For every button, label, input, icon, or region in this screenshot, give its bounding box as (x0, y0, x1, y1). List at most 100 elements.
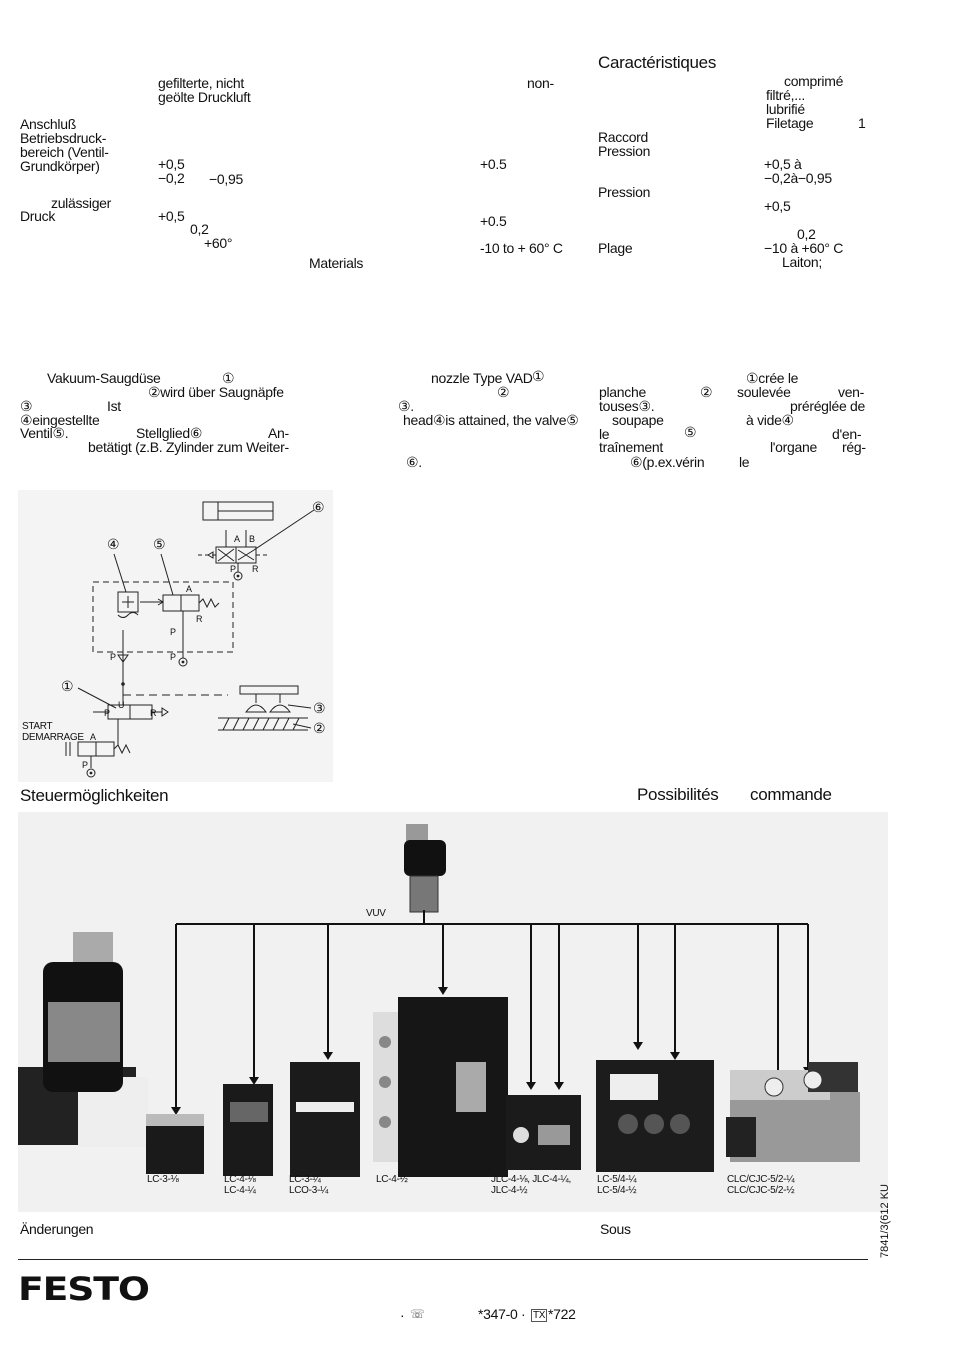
port-label: R (196, 614, 203, 624)
control-title-de: Steuermöglichkeiten (20, 786, 169, 805)
fr-desc-preregle: préréglée de (790, 398, 866, 414)
fr-medium-3: lubrifié (766, 101, 805, 117)
de-desc-stellglied: Stellglied⑥ (136, 425, 203, 441)
fr-desc-touses: touses③. (599, 398, 655, 414)
de-medium-2: geölte Druckluft (158, 89, 251, 105)
jlc-valve (506, 1095, 581, 1170)
fr-desc-verin: ⑥(p.ex.vérin (630, 454, 705, 470)
diagram-callout-3: ③ (313, 700, 326, 716)
de-permissible-value: 0,2 (190, 221, 209, 237)
fr-desc-soulevee: soulevée (737, 384, 791, 400)
de-desc-callout-3: ③ (20, 398, 33, 414)
lc-4-1-2-valve (373, 997, 508, 1177)
valve-label-lc-4-1-8: LC-4-⅛ (224, 1174, 256, 1185)
fr-medium-2: filtré,... (766, 87, 806, 103)
de-desc-line-6: betätigt (z.B. Zylinder zum Weiter- (88, 439, 289, 455)
port-label: A (90, 732, 96, 742)
en-desc-callout-6: ⑥. (406, 454, 422, 470)
port-label: P (170, 652, 176, 662)
port-label: R (150, 708, 157, 718)
port-label: R (252, 564, 259, 574)
suction-cup-bar (239, 685, 299, 695)
port-label: P (104, 708, 110, 718)
fr-pressure-tol: +0,5 à (764, 156, 802, 172)
telex-icon: TX (531, 1309, 548, 1322)
diagram-callout-1: ① (61, 678, 74, 694)
footer-telex: *722 (548, 1306, 576, 1322)
en-desc-nozzle: nozzle Type VAD (431, 370, 533, 386)
lc-3-1-4-valve (290, 1062, 360, 1177)
lc-5-4-valve (596, 1060, 714, 1172)
fr-title: Caractéristiques (598, 53, 717, 72)
footer-phone: *347-0 · (478, 1306, 526, 1322)
fr-desc-le-2: le (739, 454, 750, 470)
fr-pression-2: Pression (598, 184, 651, 200)
en-temperature: -10 to + 60° C (480, 240, 563, 256)
valve-label-lc-4-1-4: LC-4-¼ (224, 1185, 256, 1196)
fr-permissible-tol: +0,5 (764, 198, 791, 214)
en-permissible-tol: +0.5 (480, 213, 507, 229)
valve-label-lco-3-1-4: LCO-3-¼ (289, 1185, 329, 1196)
valve-label-lc-5-4-1-2: LC-5/4-½ (597, 1185, 637, 1196)
footer-changes: Änderungen (20, 1221, 94, 1237)
valve-label-jlc-1: JLC-4-⅛, JLC-4-¼, (491, 1174, 571, 1185)
valve-label-lc-4-1-2: LC-4-½ (376, 1174, 408, 1185)
control-title-fr-2: commande (750, 785, 832, 804)
fr-desc-callout-5: ⑤ (684, 424, 697, 440)
de-temperature: +60° (204, 235, 233, 251)
de-pressure-tol-down: −0,2 (158, 170, 185, 186)
control-title-fr-1: Possibilités (637, 785, 719, 804)
festo-logo: FESTO (18, 1270, 150, 1308)
control-options-photo (18, 812, 888, 1212)
en-non: non- (527, 75, 554, 91)
fr-desc-trainement: traînement (599, 439, 663, 455)
fr-thread-num: 1 (858, 115, 866, 131)
diagram-callout-5: ⑤ (153, 536, 166, 552)
en-desc-callout-2: ② (497, 384, 510, 400)
de-pressure-label-2: bereich (Ventil- (20, 144, 109, 160)
fr-thread: Filetage (766, 115, 814, 131)
en-materials: Materials (309, 255, 364, 271)
fr-pressure-range: −0,2à−0,95 (764, 170, 832, 186)
valve-label-clc-1-4: CLC/CJC-5/2-¼ (727, 1174, 795, 1185)
port-label: A (186, 584, 192, 594)
fr-plage: Plage (598, 240, 633, 256)
fr-desc-planche: planche (599, 384, 646, 400)
fr-desc-ven: ven- (838, 384, 865, 400)
fr-medium-1: comprimé (784, 73, 844, 89)
fr-desc-le: le (599, 426, 610, 442)
port-label: B (249, 534, 255, 544)
fr-desc-soupape: soupape (612, 412, 664, 428)
fr-material: Laiton; (782, 254, 822, 270)
de-permissible-label-2: Druck (20, 208, 56, 224)
fr-permissible-value: 0,2 (797, 226, 816, 242)
fr-desc-callout-2: ② (700, 384, 713, 400)
de-pressure-tol-up: +0,5 (158, 156, 185, 172)
valve-label-lc-5-4-1-4: LC-5/4-¼ (597, 1174, 637, 1185)
valve-label-lc-3-1-4: LC-3-¼ (289, 1174, 321, 1185)
de-permissible-label-1: zulässiger (51, 195, 112, 211)
fr-desc-den: d'en- (832, 426, 862, 442)
de-desc-ventil: Ventil⑤. (20, 425, 69, 441)
port-label: P (230, 564, 236, 574)
fr-desc-a-vide: à vide④ (746, 412, 794, 428)
de-medium-1: gefilterte, nicht (158, 75, 244, 91)
diagram-demarrage-label: DEMARRAGE (22, 732, 84, 743)
de-desc-callout-1: ① (222, 370, 235, 386)
en-desc-callout-1: ① (532, 368, 545, 384)
vacuum-nozzle-device (18, 932, 148, 1147)
de-desc-line-2: ②wird über Saugnäpfe (148, 384, 284, 400)
phone-icon: ☏ (410, 1307, 425, 1321)
valve-label-clc-1-2: CLC/CJC-5/2-½ (727, 1185, 795, 1196)
footer-sous: Sous (600, 1221, 631, 1237)
footer-doc-code: 7841/3(612 KU (879, 1184, 891, 1258)
fr-desc-cree: ①crée le (746, 370, 799, 386)
vuv-pilot-valve (404, 824, 446, 913)
pneumatic-circuit-diagram (18, 490, 333, 782)
de-permissible-tol: +0,5 (158, 208, 185, 224)
fr-raccord: Raccord (598, 129, 649, 145)
port-label: P (170, 627, 176, 637)
fr-desc-reg: rég- (842, 439, 866, 455)
diagram-callout-2: ② (313, 720, 326, 736)
vuv-label: VUV (366, 908, 386, 919)
